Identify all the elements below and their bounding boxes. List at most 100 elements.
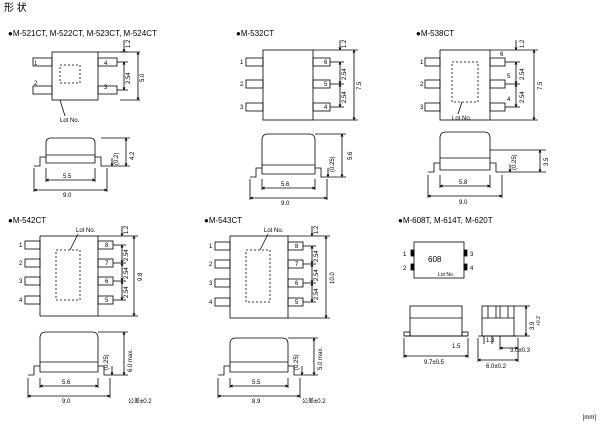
units-label: [mm] — [583, 415, 597, 421]
top-view — [424, 40, 538, 121]
pin-label: 3 — [104, 85, 108, 91]
pin-label: 5 — [507, 74, 511, 80]
top-view — [214, 226, 330, 319]
side-view — [33, 137, 130, 192]
page-title: 形 状 — [4, 1, 27, 14]
dim-label: 7.5 — [538, 81, 544, 90]
dim-label: 2.54 — [520, 68, 526, 80]
dim-label: 2.54 — [126, 72, 132, 84]
diagram-m542ct: ●M-542CT 1 2 3 4 8 7 6 5 Lot No. 1.2 2.5… — [8, 216, 152, 405]
pin-label: 8 — [105, 243, 109, 249]
dim-label: 7.5 — [357, 81, 363, 90]
pin-label: 5 — [105, 298, 109, 304]
dim-label: 5.0 max. — [318, 347, 324, 370]
dim-label: 9.0 — [459, 200, 468, 206]
pin-label: 3 — [420, 105, 424, 111]
lot-label: Lot No. — [452, 116, 472, 122]
dim-label: 2.54 — [124, 249, 130, 261]
dim-label: 2.54 — [124, 267, 130, 279]
lot-label: Lot No. — [76, 228, 96, 234]
pin-label: 4 — [19, 298, 23, 304]
side-view — [27, 331, 128, 398]
lot-label: Lot No. — [264, 228, 284, 234]
dim-label: 5.6 — [348, 151, 354, 160]
dim-label: +0.2 — [536, 316, 542, 326]
dim-label: 2.54 — [314, 288, 320, 300]
diagram-m538ct: ●M-538CT 1 2 3 6 5 4 1.2 2.54 2.54 7.5 L… — [416, 29, 550, 206]
pin-label: 3 — [209, 281, 213, 287]
dim-label: 10.0 — [330, 272, 336, 284]
pin-label: 2 — [420, 82, 424, 88]
pin-label: 4 — [209, 300, 213, 306]
pin-label: 1 — [19, 243, 23, 249]
dim-label: 9.0 — [63, 193, 72, 199]
dim-label: 5.5 — [252, 380, 261, 386]
lot-label: Lot No. — [60, 118, 80, 124]
pin-label: 1 — [240, 60, 244, 66]
pin-label: 1 — [209, 244, 213, 250]
pin-label: 5 — [295, 300, 299, 306]
top-view — [24, 226, 138, 317]
pin-label: 4 — [507, 97, 511, 103]
dim-label: (0.25) — [512, 154, 518, 170]
dim-label: 1.2 — [342, 39, 348, 48]
side-view — [249, 133, 346, 200]
dim-label: 1.2 — [124, 225, 130, 234]
pin-label: 4 — [104, 61, 108, 67]
diagram-title: ●M-608T, M-614T, M-620T — [398, 216, 493, 225]
diagram-m521ct: ●M-521CT, M-522CT, M-523CT, M-524CT 1 2 … — [8, 29, 157, 199]
dim-label: 2.54 — [342, 68, 348, 80]
dim-label: 6.0±0.2 — [486, 364, 507, 370]
pin-label: 3 — [470, 252, 474, 258]
dim-label: 8.9 — [252, 399, 261, 405]
dim-label: (0.25) — [104, 354, 110, 370]
dim-label: 5.0 — [140, 73, 146, 82]
diagram-title: ●M-532CT — [236, 29, 274, 38]
dim-label: 9.0 — [62, 399, 71, 405]
dim-label: 4.2 — [130, 151, 136, 160]
dim-label: 2.54 — [124, 286, 130, 298]
dim-label: 1.5 — [452, 344, 461, 350]
top-view — [32, 40, 140, 117]
top-view — [245, 40, 358, 121]
dim-label: 5.8 — [459, 180, 468, 186]
diagram-title: ●M-538CT — [416, 29, 454, 38]
dim-label: 9.0 — [281, 201, 290, 207]
top-view — [410, 241, 468, 279]
dim-label: 5.6 — [281, 182, 290, 188]
side-view — [427, 131, 546, 198]
dim-label: 1.2 — [314, 225, 320, 234]
dim-label: 2.54 — [520, 91, 526, 103]
tolerance-note: 公差±0.2 — [128, 397, 152, 405]
pin-label: 3 — [19, 279, 23, 285]
pin-label: 6 — [105, 279, 109, 285]
pin-label: 4 — [470, 266, 474, 272]
dim-label: 1.3 — [486, 338, 495, 344]
dim-label: 6.0 max. — [128, 349, 134, 372]
pin-label: 2 — [240, 82, 244, 88]
pin-label: 7 — [105, 261, 109, 267]
dim-label: 2.54 — [314, 250, 320, 262]
pin-label: 6 — [295, 281, 299, 287]
dim-label: 9.8 — [138, 272, 144, 281]
pin-label: 6 — [500, 52, 504, 58]
diagram-m543ct: ●M-543CT 1 2 3 4 8 7 6 5 Lot No. 1.2 2.5… — [204, 216, 336, 405]
dim-label: 2.54 — [314, 269, 320, 281]
dim-label: 2.54 — [342, 91, 348, 103]
side-view-left — [403, 305, 469, 358]
pin-label: 6 — [324, 60, 328, 66]
tolerance-note: 公差±0.2 — [302, 397, 326, 405]
dim-label: 5.6 — [62, 380, 71, 386]
part-marking: 608 — [428, 255, 442, 264]
diagram-title: ●M-543CT — [204, 216, 242, 225]
dim-label: (0.25) — [330, 156, 336, 172]
diagram-m608t: ●M-608T, M-614T, M-620T 1 2 3 4 608 Lot … — [398, 216, 542, 370]
pin-label: 2 — [19, 261, 23, 267]
pin-label: 1 — [403, 252, 407, 258]
pin-label: 5 — [324, 82, 328, 88]
dim-label: 5.5 — [63, 174, 72, 180]
pin-label: 4 — [324, 105, 328, 111]
dim-label: 1.2 — [126, 39, 132, 48]
dim-label: 3.0±0.3 — [510, 348, 531, 354]
